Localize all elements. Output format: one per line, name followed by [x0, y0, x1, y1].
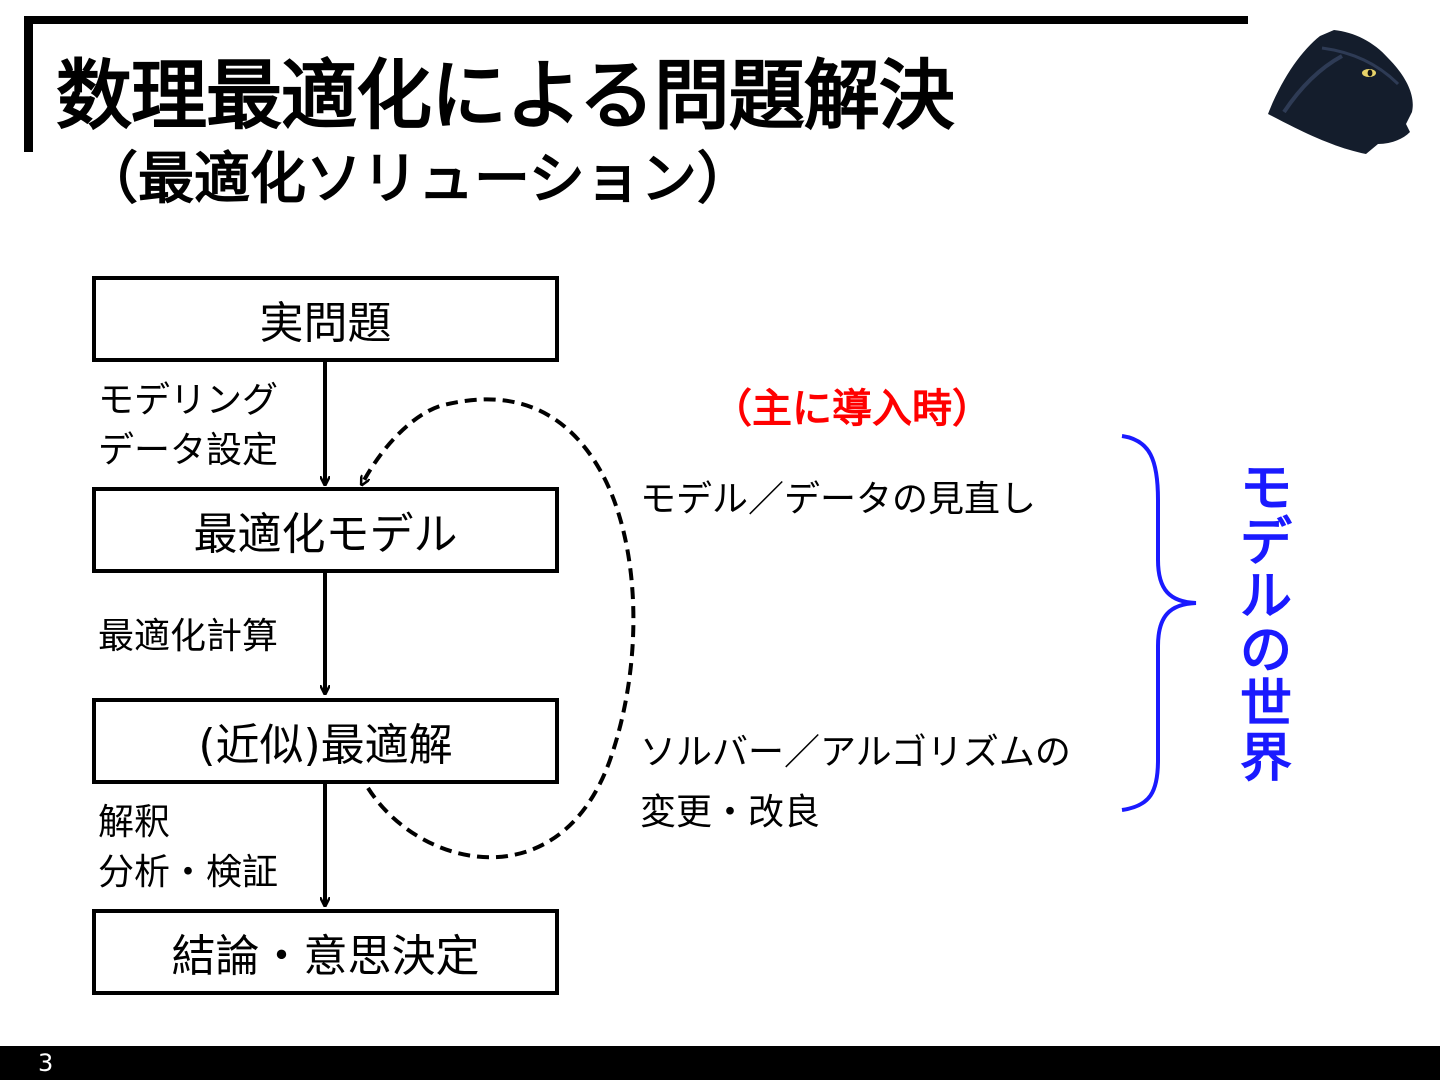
model-world-char: の — [1239, 621, 1292, 681]
model-world-char: 世 — [1239, 675, 1292, 735]
step-analysis-line: 分析・検証 — [98, 852, 279, 893]
intro-note: （主に導入時） — [712, 386, 992, 432]
footer-bar — [0, 1046, 1440, 1080]
model-world-brace — [1121, 434, 1197, 812]
decision-box: 結論・意思決定 — [92, 909, 559, 995]
page-number: 3 — [38, 1049, 54, 1077]
step-interpret-line: 解釈 — [98, 802, 171, 843]
panther-head-icon — [1268, 30, 1413, 154]
model-world-char: ル — [1239, 567, 1292, 627]
step-modeling-line: モデリング — [98, 380, 279, 421]
model-review-label: モデル／データの見直し — [640, 479, 1037, 520]
step-data-setup-line: データ設定 — [98, 430, 279, 471]
slide-title: 数理最適化による問題解決 — [56, 51, 955, 140]
optimization-model-box: 最適化モデル — [92, 487, 559, 573]
optimal-solution-box: (近似)最適解 — [92, 698, 559, 784]
real-problem-box: 実問題 — [92, 276, 559, 362]
top-rule — [24, 16, 1248, 24]
slide-subtitle: （最適化ソリューション） — [82, 147, 753, 212]
model-world-char: デ — [1239, 513, 1292, 573]
solver-change-line-2: 変更・改良 — [640, 792, 821, 833]
model-world-char: モ — [1239, 459, 1292, 519]
model-world-label: モ デ ル の 世 界 — [1236, 462, 1296, 786]
solver-change-label: ソルバー／アルゴリズムの 変更・改良 — [640, 728, 1071, 838]
left-rule — [24, 16, 33, 152]
solver-change-line-1: ソルバー／アルゴリズムの — [640, 732, 1071, 773]
step-modeling-label: モデリング データ設定 — [98, 376, 278, 476]
feedback-loop-arrow — [362, 397, 636, 860]
step-compute-label: 最適化計算 — [98, 616, 279, 657]
step-interpret-label: 解釈 分析・検証 — [98, 798, 278, 898]
model-world-char: 界 — [1239, 729, 1292, 789]
